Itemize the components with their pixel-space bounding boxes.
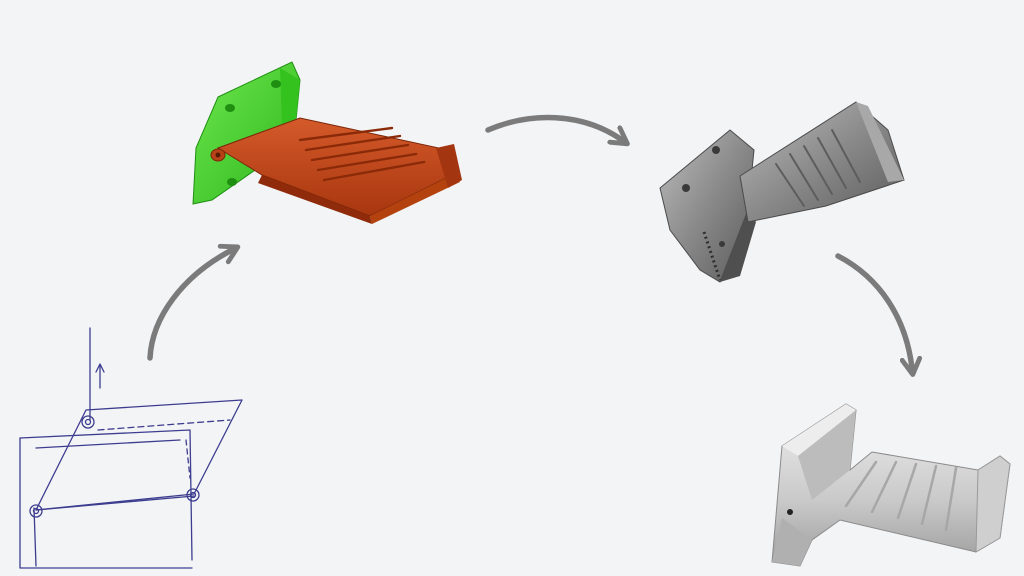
curved-arrow-icon [835, 253, 912, 368]
sketch-drawing [19, 327, 243, 569]
printed-part [659, 101, 905, 283]
cad-model [192, 61, 462, 224]
finished-part [771, 403, 1011, 567]
curved-arrow-icon [147, 250, 232, 361]
curved-arrow-icon [485, 114, 622, 140]
